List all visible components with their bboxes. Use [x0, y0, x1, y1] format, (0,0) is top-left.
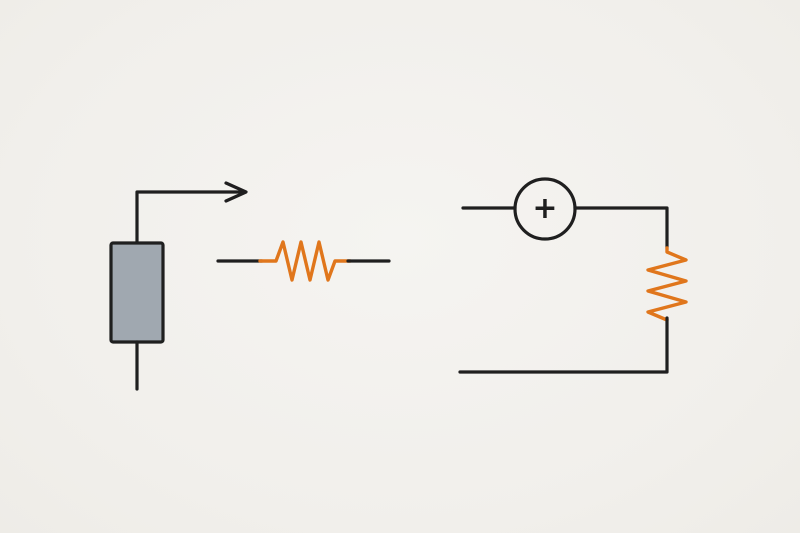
arrow-lead-wire [135, 190, 246, 245]
standalone-resistor [216, 240, 391, 282]
component-body [109, 241, 165, 344]
loop-resistor-zigzag-icon [646, 246, 688, 322]
arrow-head-icon [224, 181, 248, 203]
bottom-wire [458, 316, 669, 374]
variable-component [109, 181, 248, 391]
series-circuit [458, 177, 688, 374]
source-polarity-symbol: + [532, 191, 558, 226]
top-right-wire [573, 206, 669, 250]
resistor-zigzag-icon [258, 240, 352, 282]
